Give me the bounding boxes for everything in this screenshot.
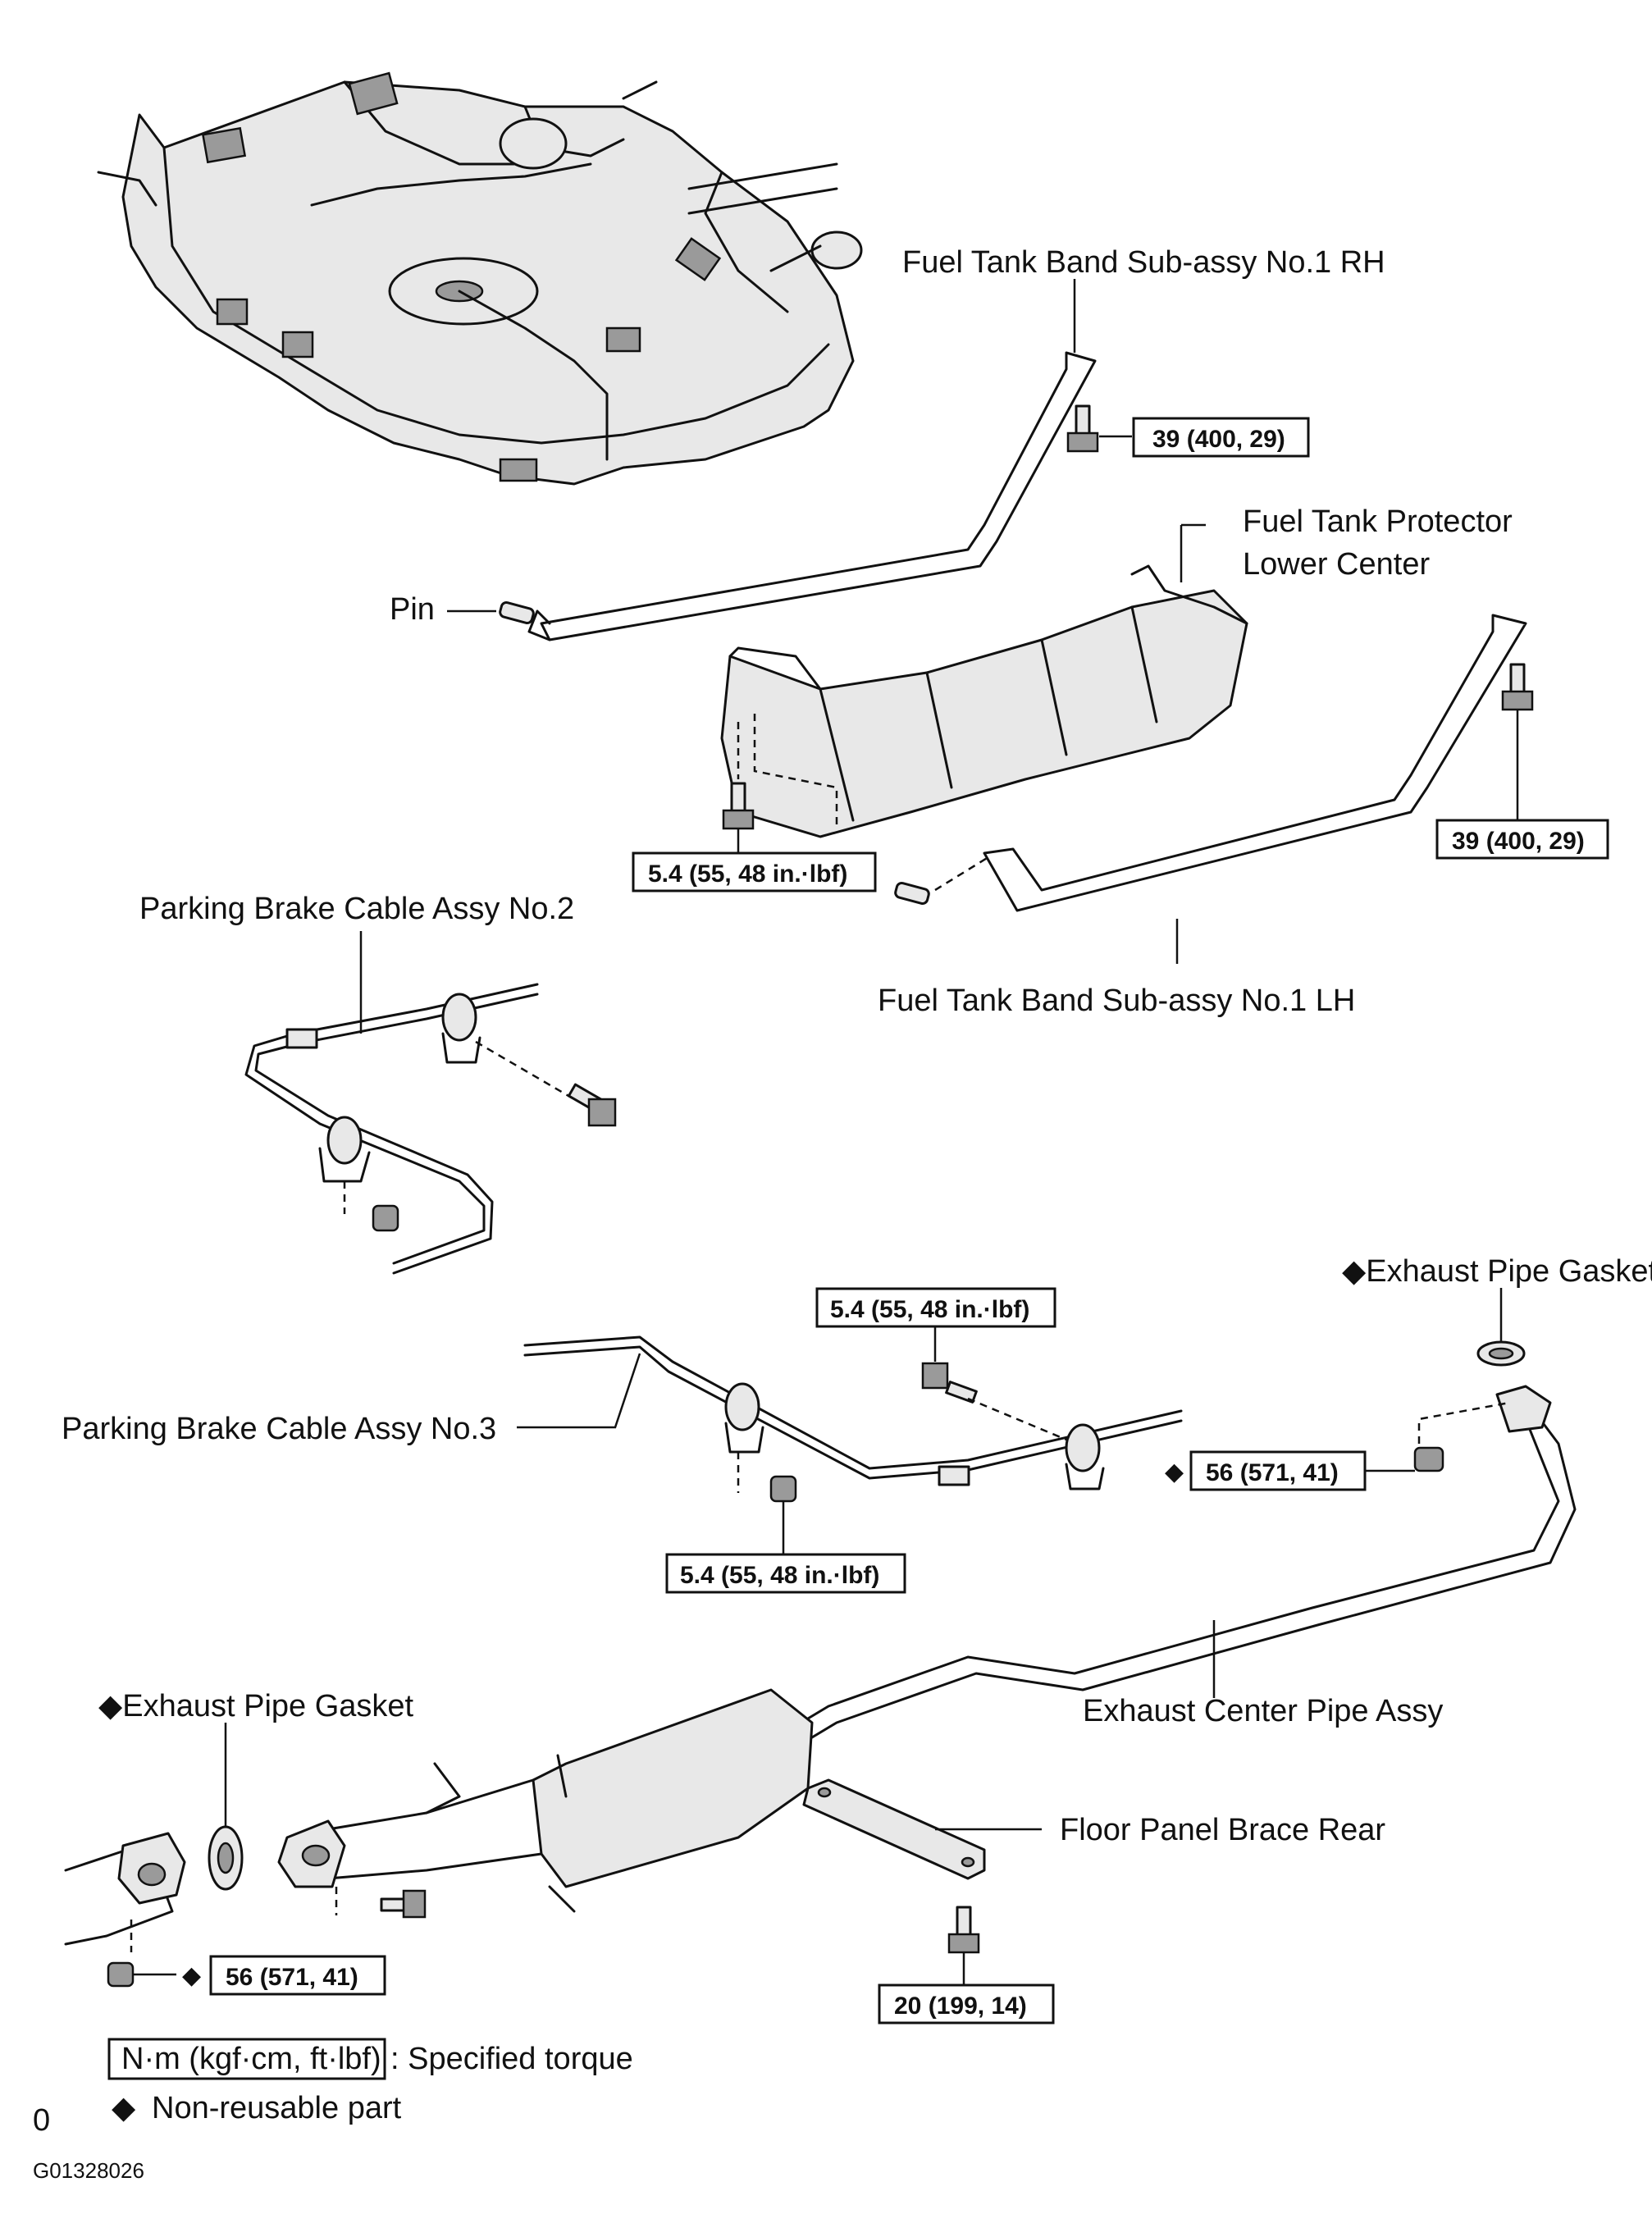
torque-box-exhaust-right: ◆ 56 (571, 41) <box>1165 1450 1367 1491</box>
nut-pb2-icon <box>372 1204 399 1232</box>
pin-lh-part <box>894 881 930 906</box>
fuel-tank-band-lh-illustration <box>894 614 1527 912</box>
parking-brake-cable-3-illustration <box>523 1335 1183 1490</box>
floor-brace-illustration <box>802 1778 986 1880</box>
legend-torque-box <box>107 2038 386 2080</box>
svg-text:5.4 (55, 48 in.·lbf): 5.4 (55, 48 in.·lbf) <box>648 860 847 888</box>
bolt-rh-icon <box>1066 404 1099 453</box>
bolt-pb2-icon <box>567 1083 617 1127</box>
legend-torque-units: N·m (kgf·cm, ft·lbf) <box>121 2042 381 2076</box>
label-band-lh: Fuel Tank Band Sub-assy No.1 LH <box>878 984 1355 1018</box>
fuel-tank-band-rh-illustration <box>499 351 1097 641</box>
svg-text:56 (571, 41): 56 (571, 41) <box>226 1964 358 1991</box>
torque-box-brace: 20 (199, 14) <box>878 1983 1055 2025</box>
torque-box-band-lh: 39 (400, 29) <box>1435 819 1609 860</box>
legend-nonreusable: Non-reusable part <box>152 2091 402 2125</box>
bolt-lh-icon <box>1501 663 1534 711</box>
label-pb-cable-3: Parking Brake Cable Assy No.3 <box>62 1412 496 1446</box>
exhaust-center-pipe-illustration <box>277 1385 1577 1913</box>
label-floor-brace: Floor Panel Brace Rear <box>1060 1813 1385 1847</box>
label-exhaust-center-pipe: Exhaust Center Pipe Assy <box>1083 1694 1443 1728</box>
front-pipe-illustration <box>64 1832 186 1946</box>
label-pb-cable-2: Parking Brake Cable Assy No.2 <box>139 892 574 926</box>
fuel-tank-illustration <box>97 71 863 486</box>
svg-text:39 (400, 29): 39 (400, 29) <box>1452 828 1585 855</box>
fuel-tank-protector-illustration <box>720 564 1248 838</box>
bolt-brace-icon <box>947 1906 980 1954</box>
nut-exhaust-left-icon <box>107 1961 135 1988</box>
bolt-exhaust-left-icon <box>380 1889 427 1919</box>
torque-box-exhaust-left: ◆ 56 (571, 41) <box>182 1955 386 1996</box>
pin-part <box>499 600 535 625</box>
label-exhaust-gasket-left: ◆Exhaust Pipe Gasket <box>98 1689 414 1723</box>
torque-box-pb3-bottom: 5.4 (55, 48 in.·lbf) <box>665 1553 906 1594</box>
bolt-pb3-icon <box>921 1362 978 1404</box>
bolt-protector-icon <box>722 782 755 830</box>
label-protector-line1: Fuel Tank Protector <box>1243 504 1513 539</box>
torque-box-protector: 5.4 (55, 48 in.·lbf) <box>632 851 877 892</box>
svg-text:39 (400, 29): 39 (400, 29) <box>1152 426 1285 453</box>
svg-text:5.4 (55, 48 in.·lbf): 5.4 (55, 48 in.·lbf) <box>680 1562 879 1589</box>
exhaust-gasket-right-illustration <box>1476 1340 1526 1367</box>
legend: N·m (kgf·cm, ft·lbf) : Specified torque … <box>107 2038 633 2125</box>
nut-pb3-icon <box>769 1475 797 1503</box>
legend-diamond-icon: ◆ <box>112 2091 136 2125</box>
legend-torque-desc: : Specified torque <box>390 2042 633 2076</box>
parking-brake-cable-2-illustration <box>244 983 539 1275</box>
label-band-rh: Fuel Tank Band Sub-assy No.1 RH <box>902 245 1385 280</box>
svg-text:5.4 (55, 48 in.·lbf): 5.4 (55, 48 in.·lbf) <box>830 1296 1029 1323</box>
torque-box-pb3-top: 5.4 (55, 48 in.·lbf) <box>815 1287 1056 1328</box>
torque-box-band-rh: 39 (400, 29) <box>1132 417 1310 458</box>
nut-exhaust-right-icon <box>1413 1446 1444 1472</box>
svg-text:◆: ◆ <box>182 1962 201 1989</box>
figure-marker: 0 <box>33 2103 50 2138</box>
svg-text:20 (199, 14): 20 (199, 14) <box>894 1993 1027 2020</box>
label-exhaust-gasket-right: ◆Exhaust Pipe Gasket <box>1342 1254 1652 1289</box>
svg-text:56 (571, 41): 56 (571, 41) <box>1206 1459 1339 1486</box>
svg-text:◆: ◆ <box>1165 1459 1184 1486</box>
exhaust-gasket-left-illustration <box>208 1825 244 1891</box>
label-pin: Pin <box>390 592 435 627</box>
label-protector-line2: Lower Center <box>1243 547 1430 582</box>
figure-id: G01328026 <box>33 2158 144 2183</box>
